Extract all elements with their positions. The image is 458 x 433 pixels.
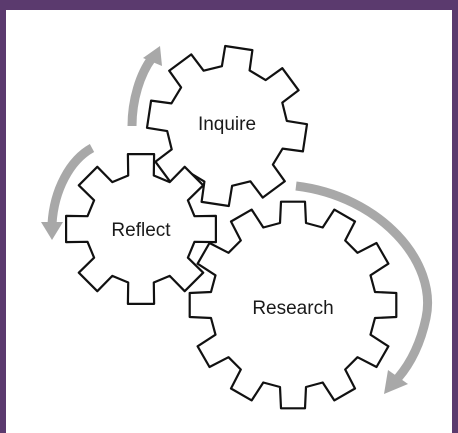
gear-label-reflect: Reflect — [111, 220, 171, 241]
arrow-inquire-to-research — [295, 181, 432, 381]
arrow-inquire-to-reflect — [47, 144, 95, 225]
arrow-head-research — [384, 370, 408, 394]
arrow-reflect-to-inquire — [127, 55, 156, 127]
gear-inquire — [145, 44, 309, 208]
gear-label-research: Research — [252, 298, 333, 319]
arrow-head-inquire — [143, 46, 162, 66]
gear-inquire-outline — [145, 44, 309, 208]
gear-reflect-outline — [65, 153, 217, 305]
gear-research-outline — [188, 200, 398, 410]
gear-label-inquire: Inquire — [198, 114, 256, 135]
arrow-head-reflect — [41, 222, 63, 240]
gear-research — [188, 200, 398, 410]
gear-reflect — [65, 153, 217, 305]
